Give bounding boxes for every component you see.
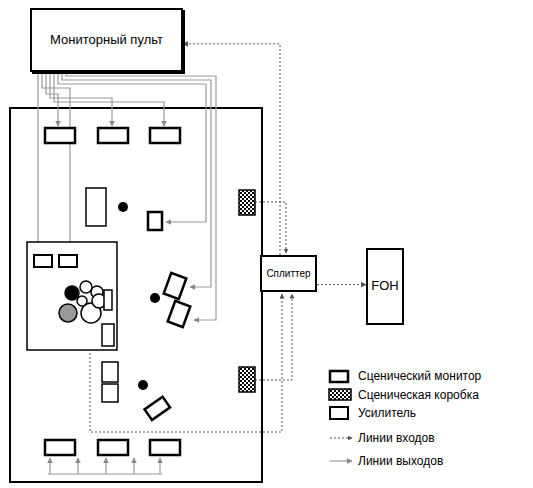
legend-text: Усилитель <box>358 406 416 420</box>
mic-stands <box>118 202 160 390</box>
riser-monitors <box>34 255 77 267</box>
stage-outline <box>10 108 262 482</box>
node-label: Мониторный пульт <box>50 33 163 48</box>
legend-text: Сценический монитор <box>358 369 481 383</box>
signal-line <box>183 44 280 255</box>
drum-kit <box>59 281 112 323</box>
legend-text: Линии выходов <box>358 454 443 468</box>
legend-samples <box>329 371 352 461</box>
node-label: FOH <box>371 279 398 294</box>
input-lines <box>90 202 292 432</box>
amplifiers <box>86 188 118 402</box>
foh-box: FOH <box>366 248 404 325</box>
legend-text: Линии входов <box>358 431 435 445</box>
drum-riser <box>27 242 117 350</box>
node-label: Сплиттер <box>266 268 310 280</box>
stage-boxes <box>239 190 255 392</box>
splitter-box: Сплиттер <box>260 255 317 292</box>
console-box: Мониторный пульт <box>30 8 183 72</box>
legend-text: Сценическая коробка <box>358 388 479 402</box>
signal-line <box>317 284 366 285</box>
